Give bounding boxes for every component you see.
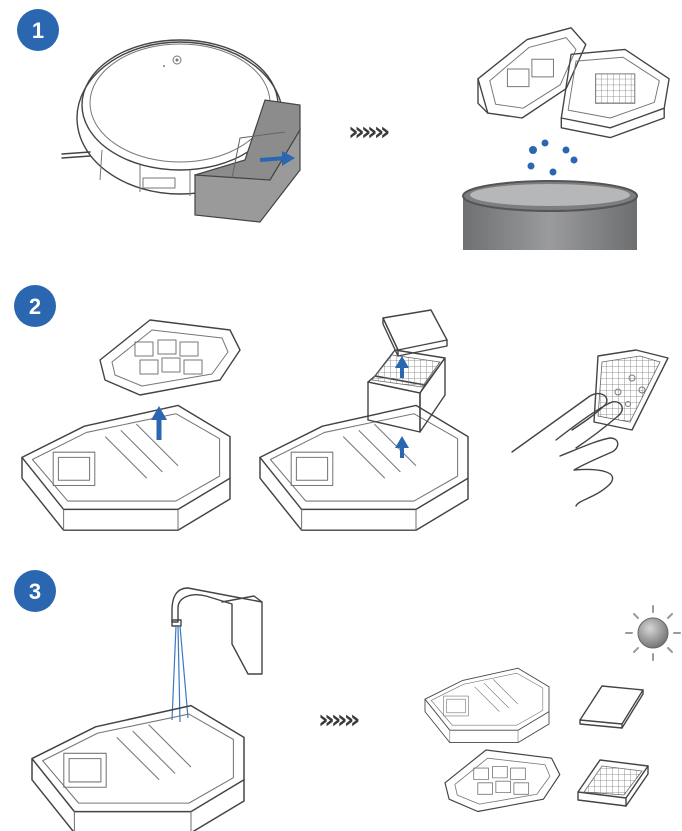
- lift-arrow-2a: [151, 406, 167, 440]
- filter-cover-lid: [99, 319, 241, 396]
- arrow-chevrons-step-3: »»»: [318, 705, 359, 735]
- filter-cover-drying: [444, 749, 561, 813]
- dustbin-open-2a: [21, 404, 231, 531]
- sun-icon: [625, 605, 681, 661]
- dustbin-rinsed: [31, 704, 245, 831]
- step-number-1: 1: [32, 18, 44, 43]
- step-number-3: 3: [29, 579, 41, 604]
- filter-drying: [577, 759, 649, 807]
- sponge-pad: [382, 309, 448, 357]
- arrow-chevrons-step-1: »»»: [348, 117, 389, 147]
- robot-vacuum-icon: [61, 39, 301, 223]
- step-3: 3 »»»: [14, 570, 681, 831]
- filter-tapped: [593, 349, 669, 431]
- dustbin-drying: [424, 667, 550, 744]
- step-1: 1 »»»: [17, 9, 670, 250]
- dustbin-open-2b: [259, 404, 469, 531]
- lift-arrows-2b: [395, 356, 409, 458]
- step-badge-3: 3: [14, 570, 56, 612]
- step-2: 2: [14, 285, 669, 531]
- trash-can-icon: [462, 180, 638, 250]
- filter-icon: [367, 349, 446, 433]
- water-streams: [171, 625, 189, 723]
- hand-icon: [511, 392, 623, 507]
- step-badge-2: 2: [14, 285, 56, 327]
- sponge-drying: [579, 685, 644, 729]
- step-badge-1: 1: [17, 9, 59, 51]
- step-number-2: 2: [29, 294, 41, 319]
- faucet-icon: [171, 587, 263, 675]
- dustbin-icon: [477, 27, 670, 139]
